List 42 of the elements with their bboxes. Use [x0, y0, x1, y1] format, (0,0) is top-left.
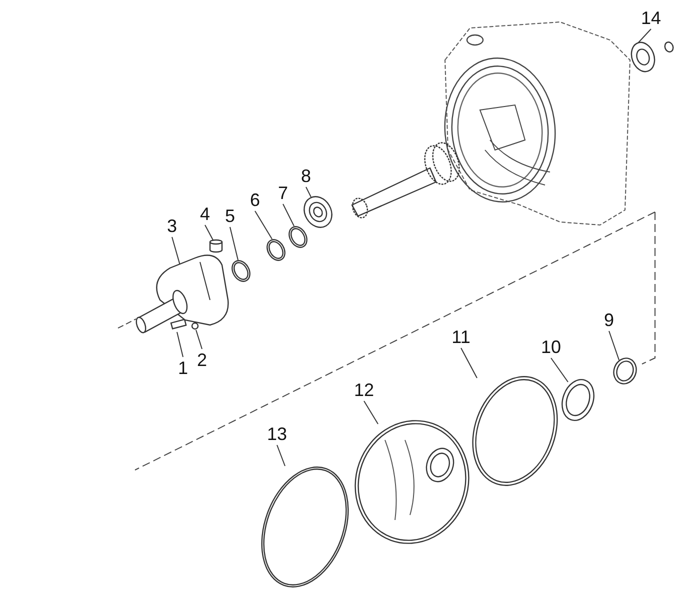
leader-line: [364, 400, 378, 424]
seal-ring-drawing: [562, 379, 594, 421]
bearing-drawing: [304, 196, 332, 228]
callout-number: 4: [200, 205, 210, 223]
callout-number: 8: [301, 167, 311, 185]
bearing-drawing: [630, 42, 674, 72]
callout-number: 9: [604, 311, 614, 329]
callout-number: 11: [452, 328, 470, 346]
ring-drawing: [613, 358, 637, 384]
yoke-flange-drawing: [136, 254, 229, 334]
leader-line: [638, 28, 652, 44]
bolt-drawing: [170, 318, 187, 330]
o-ring-drawing: [472, 376, 558, 486]
leader-line: [176, 332, 184, 358]
leader-line: [254, 210, 272, 240]
callout-number: 13: [266, 425, 288, 443]
leader-line: [550, 358, 568, 382]
leader-line: [460, 348, 478, 378]
callout-number: 3: [167, 217, 177, 235]
pin-drawing: [191, 322, 199, 330]
snap-ring-drawing: [261, 466, 349, 588]
leader-line: [204, 224, 214, 240]
leader-line: [306, 186, 312, 198]
leader-line: [172, 236, 180, 266]
callout-number: 1: [178, 359, 188, 377]
snap-ring-drawing: [232, 260, 250, 282]
callout-number: 14: [640, 9, 662, 27]
bushing-drawing: [209, 239, 223, 253]
callout-number: 2: [197, 351, 207, 369]
callout-number: 12: [354, 381, 374, 399]
ring-drawing: [288, 226, 308, 248]
leader-line: [276, 444, 286, 466]
callout-number: 6: [250, 191, 260, 209]
leader-line: [196, 330, 202, 350]
leader-line: [608, 330, 620, 360]
snap-ring-drawing: [266, 239, 286, 261]
piston-drawing: [354, 420, 470, 544]
callout-number: 5: [225, 207, 235, 225]
callout-number: 7: [278, 184, 288, 202]
leader-line: [282, 204, 294, 226]
leader-line: [230, 226, 238, 260]
callout-number: 10: [540, 338, 562, 356]
